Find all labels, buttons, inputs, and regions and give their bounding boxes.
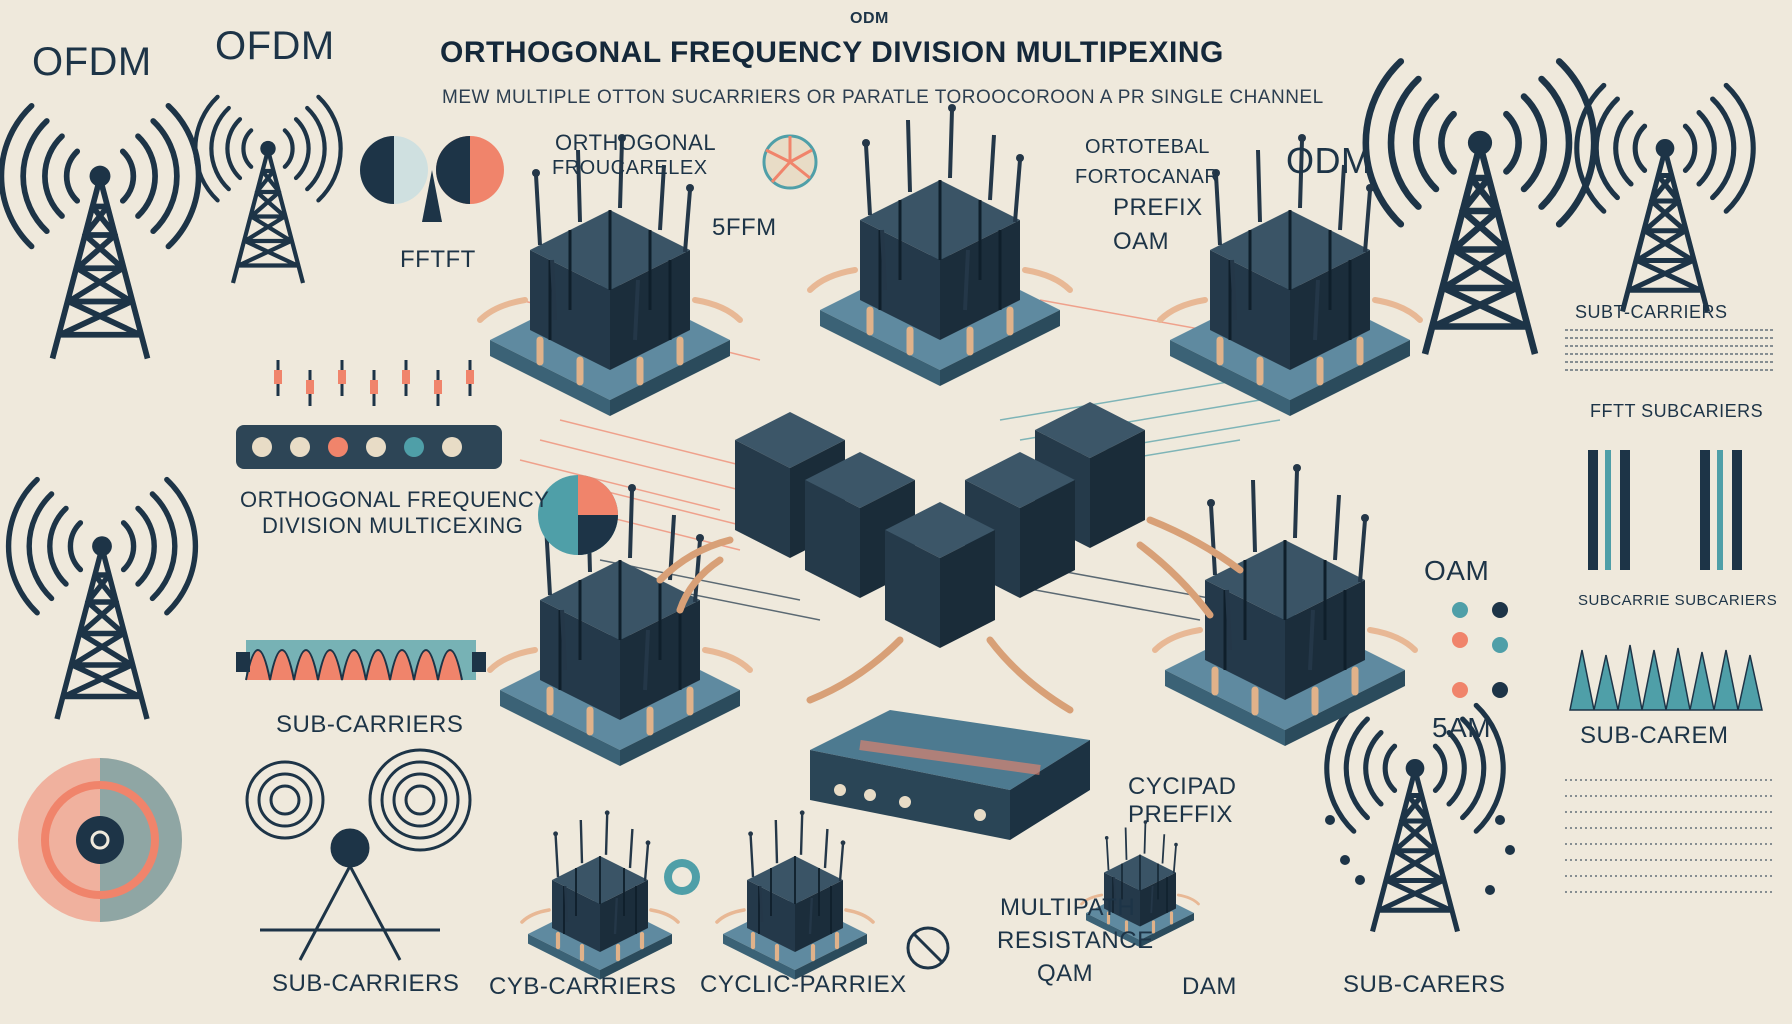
label-5ffm: 5FFM (712, 214, 777, 241)
label-odm-right: ODM (1286, 140, 1372, 181)
signal-wave-icon (236, 640, 486, 681)
label-fftt-subcariers: FFTT SUBCARIERS (1590, 401, 1764, 421)
label-5am-right: 5AM (1432, 712, 1492, 743)
page-subtitle: MEW MULTIPLE OTTON SUCARRIERS OR PARATLE… (442, 87, 1324, 108)
label-sub-carem: SUB-CAREM (1580, 722, 1729, 749)
label-bottom-sub-carriers: SUB-CARRIERS (272, 970, 460, 997)
target-icon (360, 136, 504, 222)
radio-tower-icon (1577, 85, 1753, 311)
label-fortocanar: FORTOCANAR (1075, 166, 1220, 188)
chip-module-icon (810, 104, 1070, 386)
network-dots (1325, 815, 1515, 895)
connector-strip (236, 358, 502, 469)
label-bottom-cyb-carriers: CYB-CARRIERS (489, 973, 677, 1000)
label-fftft: FFTFT (400, 246, 476, 273)
chip-module-icon (1155, 464, 1415, 746)
chip-module-icon (717, 810, 873, 979)
label-oam-right: OAM (1424, 555, 1490, 586)
radio-tower-icon (1, 106, 198, 359)
label-subt-carriers: SUBT-CARRIERS (1575, 302, 1728, 322)
label-preffix: PREFFIX (1128, 801, 1233, 828)
label-orthogonal: ORTHOGONAL (555, 130, 717, 155)
label-prefix-top: PREFIX (1113, 194, 1203, 221)
label-multipath: MULTIPATH (1000, 894, 1136, 921)
central-chips (656, 402, 1244, 714)
chip-module-icon (490, 484, 750, 766)
label-subcarrie: SUBCARRIE SUBCARIERS (1578, 592, 1778, 609)
label-sub-carriers-left: SUB-CARRIERS (276, 711, 464, 738)
label-ofdm-line1: ORTHOGONAL FREQUENCY (240, 487, 550, 512)
pie-chart-icon (538, 475, 618, 555)
target-icon (906, 926, 950, 970)
target-icon (664, 859, 700, 895)
label-ofdm-line2: DIVISION MULTICEXING (262, 513, 524, 538)
signal-wave-icon (245, 748, 472, 961)
data-stripes (1565, 329, 1775, 893)
signal-wave-icon (1569, 644, 1763, 711)
dual-module (810, 710, 1090, 840)
radio-tower-icon (195, 97, 340, 283)
pie-chart-icon (762, 134, 818, 190)
label-resistance: RESISTANCE (997, 927, 1154, 954)
label-qam-bottom: QAM (1037, 960, 1094, 987)
bar-pairs (1588, 450, 1742, 570)
label-ortotebal: ORTOTEBAL (1085, 136, 1210, 158)
label-oam-top: OAM (1113, 228, 1170, 255)
label-froucarelex: FROUCARELEX (552, 157, 708, 179)
target-icon (18, 758, 182, 922)
corner-label-b: OFDM (215, 24, 335, 68)
oam-dots (1452, 602, 1508, 698)
top-tag: ODM (850, 10, 889, 27)
label-bottom-dam: DAM (1182, 973, 1237, 1000)
radio-tower-icon (9, 480, 196, 719)
label-bottom-sub-carers: SUB-CARERS (1343, 971, 1506, 998)
corner-label-a: OFDM (32, 40, 152, 84)
label-cycipad: CYCIPAD (1128, 773, 1237, 800)
page-title: ORTHOGONAL FREQUENCY DIVISION MULTIPEXIN… (440, 36, 1224, 69)
chip-module-icon (522, 810, 678, 979)
label-bottom-cyclic: CYCLIC-PARRIEX (700, 971, 907, 998)
